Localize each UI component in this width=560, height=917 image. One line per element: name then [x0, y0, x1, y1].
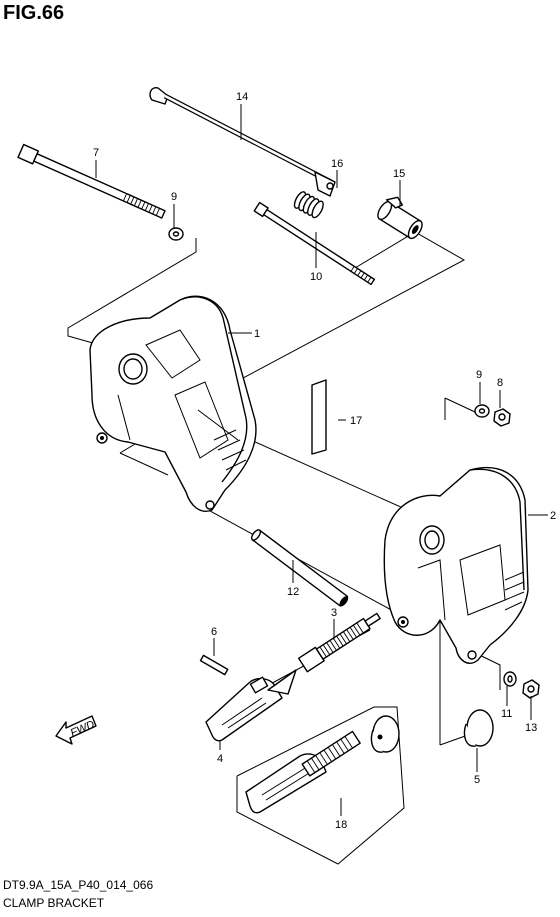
callout-6: 6 [211, 626, 217, 638]
drawing-code: DT9.9A_15A_P40_014_066 [3, 878, 154, 892]
part-9-washer-upper [168, 227, 184, 241]
part-9-washer-right [474, 404, 490, 418]
part-5-pad [463, 709, 494, 747]
callout-10: 10 [310, 271, 322, 283]
part-8-nut [493, 408, 511, 427]
callout-16: 16 [331, 158, 343, 170]
callout-17: 17 [350, 415, 362, 427]
part-2-clamp-bracket [383, 466, 529, 664]
part-18-assembly [245, 715, 400, 814]
callout-4: 4 [217, 753, 223, 765]
part-15-holder [377, 196, 423, 240]
callout-7: 7 [93, 147, 99, 159]
callout-15: 15 [393, 168, 405, 180]
part-3-screw [297, 612, 381, 673]
callouts: 14 7 9 16 15 10 1 9 8 17 2 12 3 6 11 13 … [93, 91, 556, 831]
callout-1: 1 [254, 328, 260, 340]
callout-8: 8 [497, 377, 503, 389]
part-12-tube [250, 529, 349, 607]
fwd-arrow-icon: FWD [55, 715, 97, 745]
drawing-name: CLAMP BRACKET [3, 896, 105, 910]
part-16-spring [293, 191, 324, 219]
callout-9-right: 9 [476, 369, 482, 381]
callout-5: 5 [474, 774, 480, 786]
callout-2: 2 [550, 510, 556, 522]
callout-12: 12 [287, 586, 299, 598]
callout-13: 13 [525, 722, 537, 734]
part-14-rod [149, 87, 336, 197]
part-17-plate [311, 379, 327, 455]
leader-lines [95, 104, 548, 816]
part-6-pin [199, 654, 229, 676]
callout-14: 14 [236, 91, 248, 103]
callout-11: 11 [501, 708, 512, 720]
fwd-label: FWD [69, 718, 97, 739]
part-13-nut [522, 679, 540, 699]
part-7-bolt [17, 143, 166, 219]
callout-3: 3 [331, 607, 337, 619]
part-11-washer [503, 671, 517, 687]
callout-18: 18 [335, 819, 347, 831]
part-1-clamp-bracket [89, 295, 257, 512]
figure-title: FIG.66 [3, 2, 65, 24]
callout-9-upper: 9 [171, 191, 177, 203]
part-10-bolt [253, 201, 376, 286]
part-4-handle [205, 669, 297, 742]
